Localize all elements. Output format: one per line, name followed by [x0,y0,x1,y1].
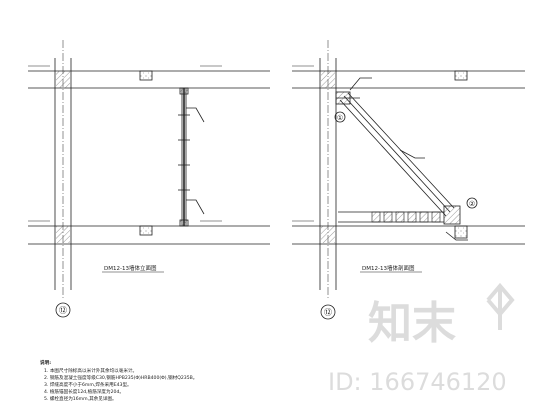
axis-bubble-left [55,302,71,318]
column-node-lower-r [321,226,335,243]
axis-label-right: ⑫ [324,308,332,317]
axis-label-left: ⑫ [59,306,67,315]
note-item: 3. 焊缝高度不小于6mm,焊条采用E43型。 [44,381,132,388]
column-node-lower [56,226,70,243]
note-item: 4. 植筋锚固长度12d,植筋深度为20d。 [44,388,124,395]
floor-blocks [371,211,441,223]
callout-label-1: ① [337,114,343,122]
brace-top-plate [179,87,189,95]
left-drawing [28,40,270,318]
callout-label-2: ② [469,200,475,208]
leader-upper-right [349,77,372,91]
axis-bubble-right [320,304,336,320]
callout-circle-2 [466,197,478,209]
brace-bottom-plate [179,219,189,227]
notes-block: 说明: 1. 本图尺寸除标高以米计外其余均以毫米计。 2. 钢筋及混凝土强度等级… [40,359,197,402]
beam-stub-lower-r [454,225,468,239]
right-drawing [292,40,525,320]
beam-stub-upper [139,70,153,81]
note-item: 1. 本图尺寸除标高以米计外其余均以毫米计。 [44,367,137,374]
beam-stub-lower [139,225,153,236]
leader-lower-right [445,231,468,241]
watermark-id: ID: 166746120 [328,368,507,396]
note-item: 5. 螺栓直径为16mm,其余见详图。 [44,395,117,402]
lower-bracket [443,205,461,225]
watermark: 知末 ID: 166746120 [328,282,515,396]
leader-upper-left [186,107,205,123]
diagonal-brace-a [343,95,451,213]
watermark-logo-icon [486,282,515,330]
note-item: 2. 钢筋及混凝土强度等级C30,钢筋HPB235(Φ)HRB400(Φ),钢材… [44,374,197,381]
leader-lower-left [186,199,205,215]
callout-circle-1 [334,111,346,123]
watermark-brand: 知末 [368,298,456,349]
leader-diag-mid [399,149,425,159]
caption-left: DM12-13墙体立面图 [104,264,157,272]
beam-stub-upper-r [454,70,468,81]
column-node-upper-r [321,71,335,88]
column-node-upper [56,71,70,88]
notes-heading: 说明: [40,359,51,366]
caption-right: DM12-13墙体剖面图 [362,264,415,272]
diagonal-brace-b [339,99,447,217]
